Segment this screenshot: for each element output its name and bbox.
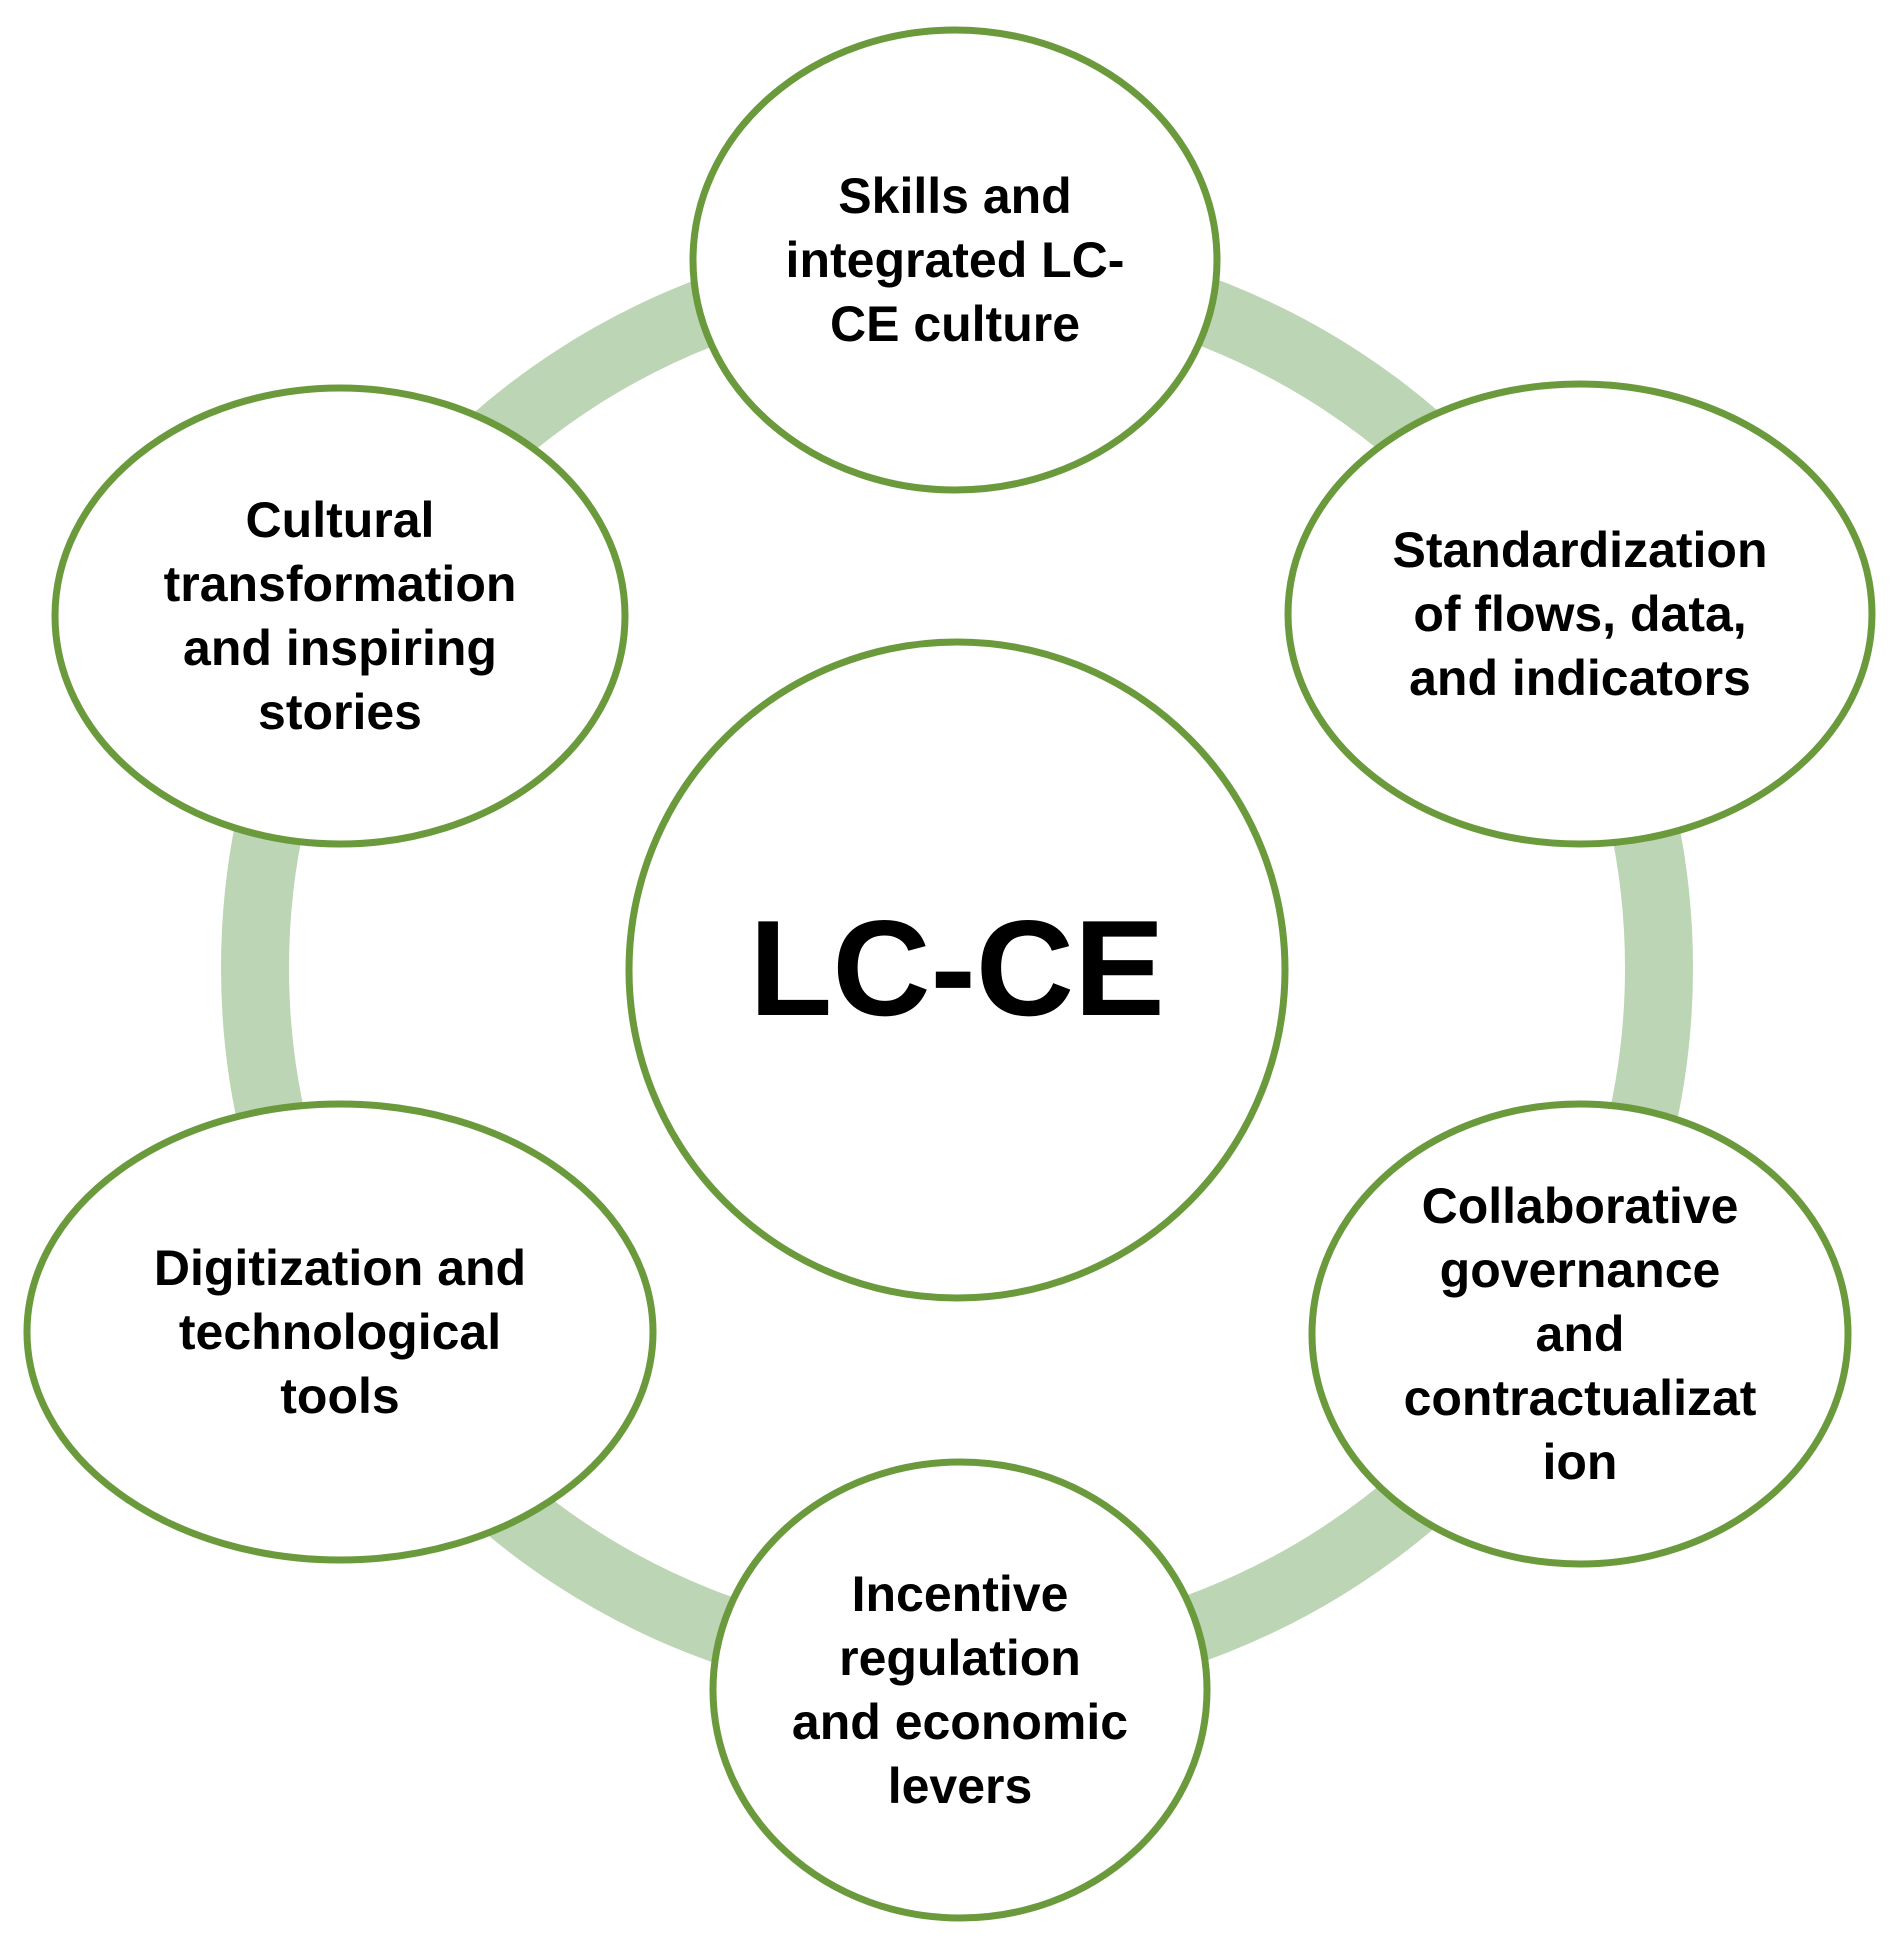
node-digitization-label-line: Digitization and [154, 1240, 526, 1296]
node-cultural-ellipse [51, 384, 629, 848]
node-digitization: Digitization and technological tools [23, 1100, 657, 1564]
node-incentive-label-line: regulation [839, 1630, 1081, 1686]
node-skills-ellipse [689, 26, 1221, 494]
node-governance-ellipse [1308, 1100, 1852, 1568]
node-skills: Skills and integrated LC- CE culture [689, 26, 1221, 494]
node-digitization-ellipse [23, 1100, 657, 1564]
node-incentive-label-line: levers [888, 1758, 1033, 1814]
node-standardization-ellipse [1284, 380, 1876, 848]
node-standardization-label-line: and indicators [1409, 650, 1751, 706]
node-governance-label-line: governance [1440, 1242, 1721, 1298]
node-incentive-label-line: and economic [792, 1694, 1128, 1750]
node-skills-label-line: CE culture [830, 296, 1080, 352]
node-skills-label-line: integrated LC- [786, 232, 1125, 288]
node-governance-label-line: and [1536, 1306, 1625, 1362]
node-skills-label-line: Skills and [838, 168, 1071, 224]
node-governance-label-line: ion [1543, 1434, 1618, 1490]
node-cultural: Cultural transformation and inspiring stori… [51, 384, 629, 848]
node-incentive-ellipse [709, 1458, 1211, 1922]
center-label: LC-CE [749, 892, 1165, 1044]
node-cultural-label-line: Cultural [246, 492, 435, 548]
node-governance-label-line: Collaborative [1422, 1178, 1739, 1234]
node-standardization-label-line: Standardization [1392, 522, 1767, 578]
center-node: LC-CE [625, 638, 1289, 1302]
node-cultural-label-line: and inspiring [183, 620, 497, 676]
node-incentive: Incentive regulation and economic levers [709, 1458, 1211, 1922]
node-governance-label-line: contractualizat [1404, 1370, 1757, 1426]
node-standardization-label-line: of flows, data, [1413, 586, 1746, 642]
node-standardization: Standardization of flows, data, and indica… [1284, 380, 1876, 848]
node-cultural-label-line: transformation [164, 556, 517, 612]
center-circle [625, 638, 1289, 1302]
node-cultural-label-line: stories [258, 684, 422, 740]
node-incentive-label-line: Incentive [852, 1566, 1069, 1622]
outer-nodes: Skills and integrated LC- CE cultureStanda… [23, 26, 1876, 1922]
node-digitization-label-line: technological [179, 1304, 501, 1360]
node-governance: Collaborative governance and contractualiza… [1308, 1100, 1852, 1568]
node-digitization-label-line: tools [280, 1368, 399, 1424]
